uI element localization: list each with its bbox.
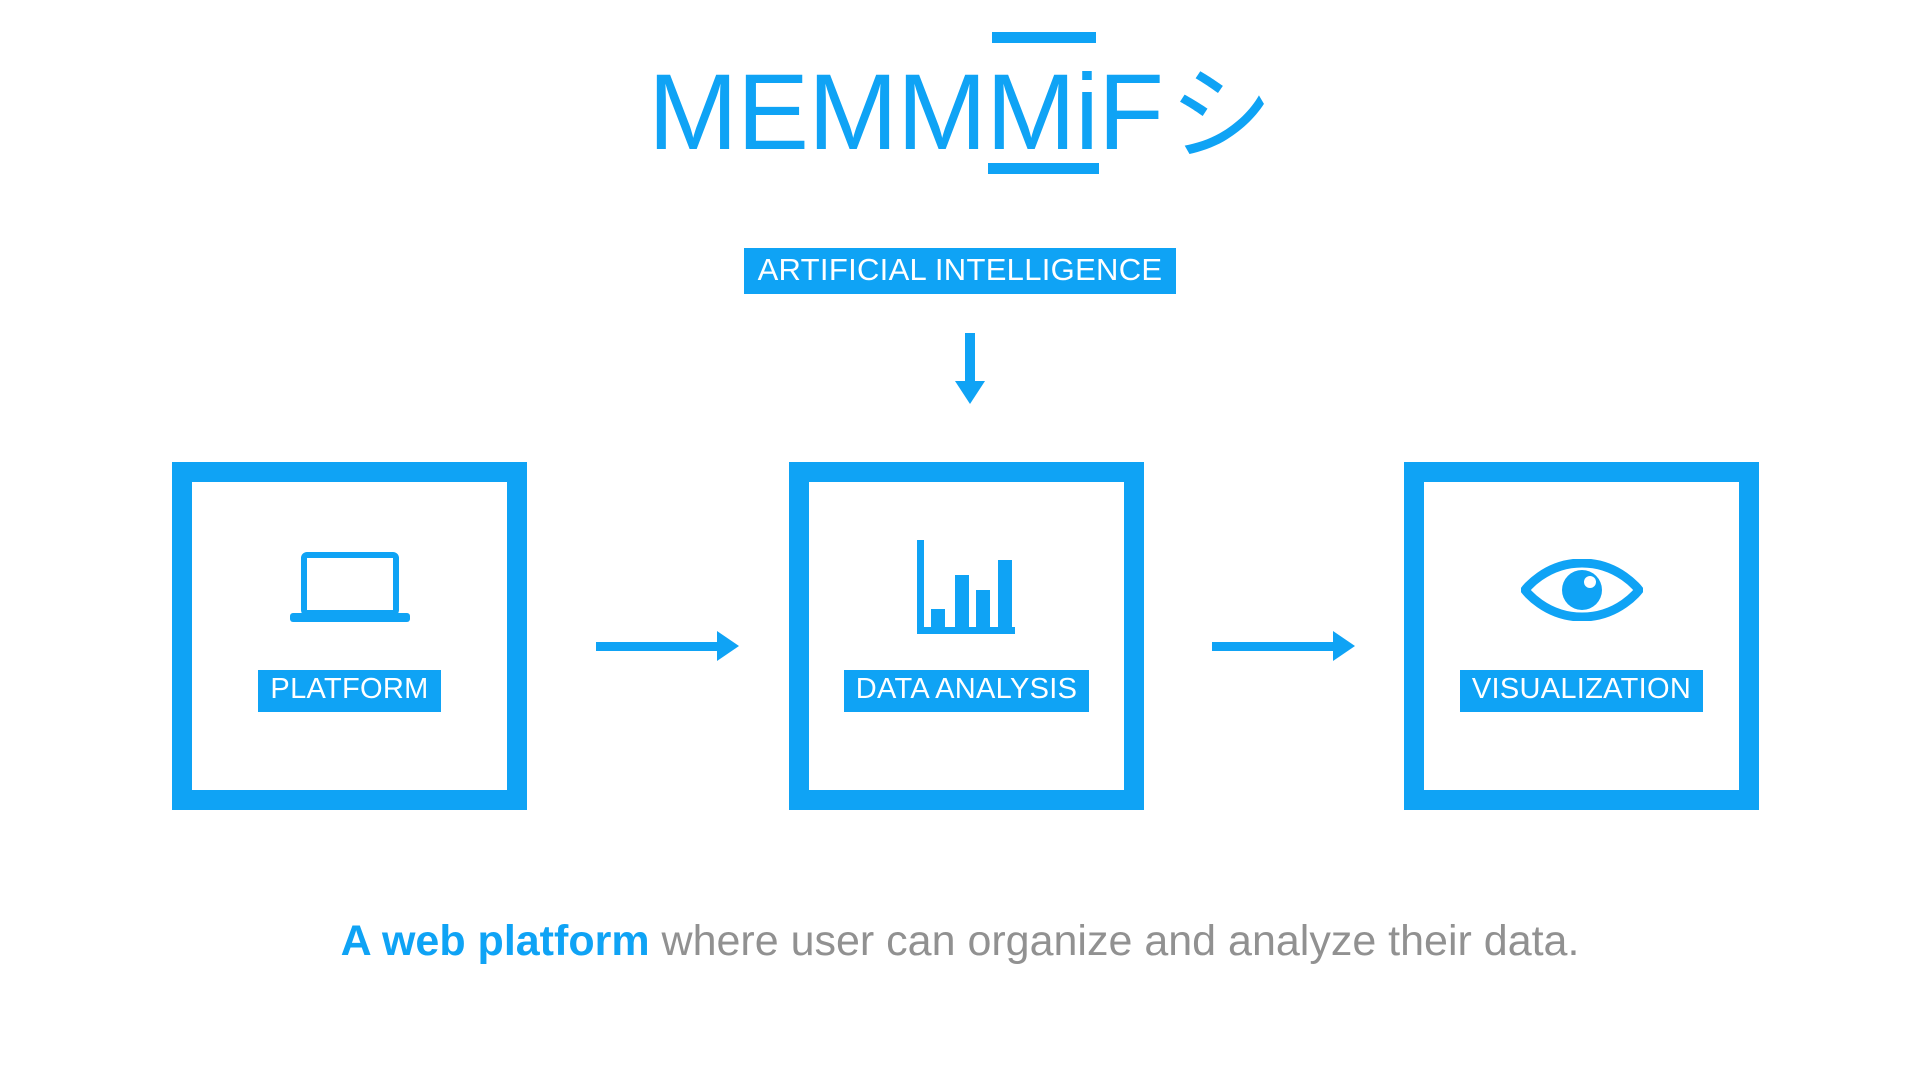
eye-icon	[1520, 559, 1643, 621]
process-flow-row: PLATFORM	[0, 462, 1920, 812]
caption-highlight: A web platform	[340, 917, 650, 965]
card-visualization-label-slot: VISUALIZATION	[1424, 670, 1739, 712]
card-data-analysis-label: DATA ANALYSIS	[843, 670, 1090, 712]
arrow-right-head	[1333, 631, 1355, 661]
card-data-analysis-inner: DATA ANALYSIS	[809, 482, 1124, 790]
arrow-down-head	[955, 381, 985, 404]
bar-chart-icon	[916, 540, 1015, 634]
logo-prefix: MEMM	[648, 51, 987, 172]
logo-underlined-mi: Mi	[985, 32, 1099, 174]
card-platform[interactable]: PLATFORM	[172, 462, 527, 810]
arrow-right-head	[717, 631, 739, 661]
arrow-right-shaft	[596, 641, 718, 651]
artificial-intelligence-badge: ARTIFICIAL INTELLIGENCE	[743, 248, 1177, 294]
arrow-right-shaft	[1212, 641, 1334, 651]
brand-logo-text: MEMMMiFシ	[648, 32, 1273, 174]
arrow-down-icon	[955, 333, 985, 404]
card-platform-label: PLATFORM	[258, 670, 441, 712]
logo-katakana-shi: シ	[1168, 58, 1273, 174]
card-platform-inner: PLATFORM	[192, 482, 507, 790]
card-visualization-label: VISUALIZATION	[1459, 670, 1704, 712]
arrow-right-icon-platform-to-analysis	[596, 631, 739, 661]
card-data-analysis[interactable]: DATA ANALYSIS	[789, 462, 1144, 810]
card-visualization[interactable]: VISUALIZATION	[1404, 462, 1759, 810]
card-visualization-inner: VISUALIZATION	[1424, 482, 1739, 790]
caption: A web platform where user can organize a…	[0, 917, 1920, 965]
card-data-analysis-icon-slot	[809, 530, 1124, 650]
brand-logo: MEMMMiFシ	[0, 32, 1920, 174]
artificial-intelligence-badge-wrap: ARTIFICIAL INTELLIGENCE	[0, 248, 1920, 294]
laptop-icon	[289, 552, 410, 622]
arrow-right-icon-analysis-to-visualization	[1212, 631, 1355, 661]
card-data-analysis-label-slot: DATA ANALYSIS	[809, 670, 1124, 712]
arrow-down-shaft	[965, 333, 975, 381]
logo-suffix: F	[1097, 51, 1164, 172]
card-platform-label-slot: PLATFORM	[192, 670, 507, 712]
card-platform-icon-slot	[192, 530, 507, 650]
card-visualization-icon-slot	[1424, 530, 1739, 650]
caption-rest: where user can organize and analyze thei…	[649, 917, 1580, 965]
